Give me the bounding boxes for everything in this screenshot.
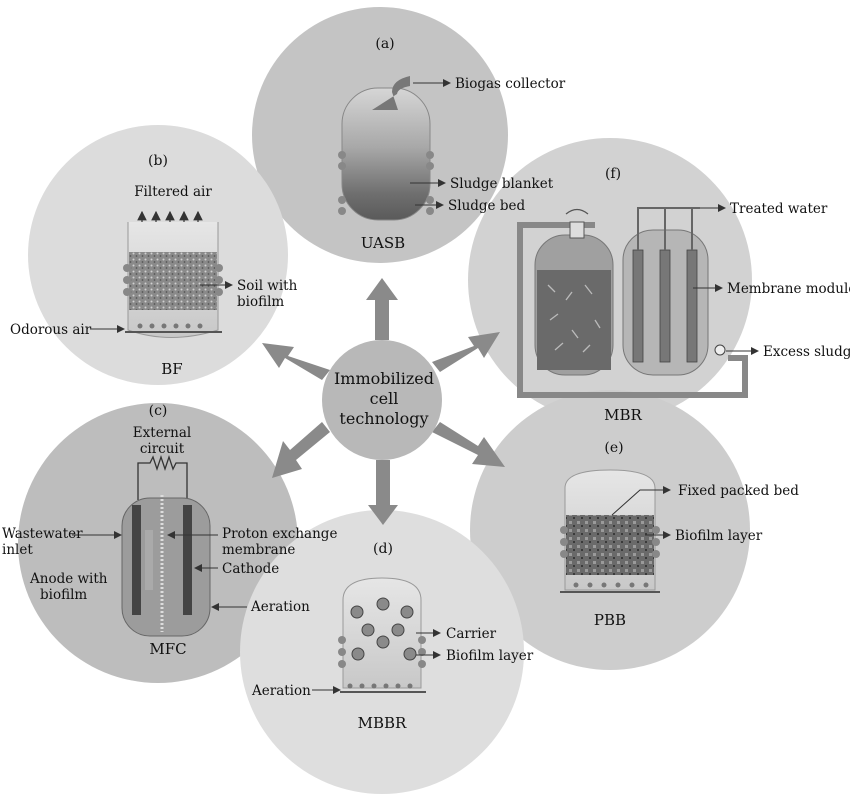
center-circle — [322, 340, 442, 460]
label-membrane-module: Membrane module — [727, 281, 850, 297]
label-external: External — [133, 425, 191, 441]
panel-f-tag: (f) — [605, 166, 621, 182]
label-treated-water: Treated water — [730, 201, 828, 217]
mbr-pump-icon — [569, 221, 585, 239]
pbb-packed-bed — [566, 515, 654, 575]
arrow-to-c — [272, 422, 330, 478]
uasb-bumps — [338, 151, 434, 215]
mfc-anode — [132, 505, 141, 615]
membrane-module — [632, 249, 698, 363]
mbbr-bumps — [338, 636, 426, 668]
center-line-2: cell — [370, 389, 399, 408]
panel-b-name: BF — [161, 360, 182, 378]
bf-bumps — [123, 264, 223, 296]
mbbr-vessel — [342, 577, 422, 689]
bf-diffusers — [137, 323, 203, 329]
panel-c-name: MFC — [149, 640, 186, 658]
label-aeration-d: Aeration — [251, 683, 311, 699]
label-circuit: circuit — [140, 441, 185, 457]
label-odorous-air: Odorous air — [10, 322, 92, 338]
mbr-flocs — [547, 284, 601, 353]
radial-arrows — [262, 278, 505, 525]
label-excess-sludge: Excess sludge — [763, 344, 850, 360]
label-wastewater: Wastewater — [2, 526, 83, 542]
panel-c-tag: (c) — [149, 403, 168, 419]
panel-f-name: MBR — [604, 406, 642, 424]
center-line-3: technology — [339, 409, 428, 428]
label-sludge-blanket: Sludge blanket — [450, 176, 554, 192]
mbr-recycle-pipe — [517, 222, 748, 398]
arrow-to-f — [432, 332, 500, 372]
label-proton-exchange: Proton exchange — [222, 526, 337, 542]
label-biofilm-c: biofilm — [40, 587, 87, 603]
center-line-1: Immobilized — [334, 369, 434, 388]
label-soil-with: Soil with — [237, 278, 298, 294]
panel-b-tag: (b) — [148, 153, 168, 169]
label-anode-with: Anode with — [29, 571, 108, 587]
label-carrier: Carrier — [446, 626, 497, 642]
panel-a-tag: (a) — [375, 36, 394, 52]
label-inlet: inlet — [2, 542, 33, 558]
mbbr-diffusers — [347, 683, 413, 689]
mfc-cathode — [183, 505, 192, 615]
label-biogas-collector: Biogas collector — [455, 76, 566, 92]
label-biofilm-layer-d: Biofilm layer — [446, 648, 534, 664]
pbb-diffusers — [573, 582, 649, 588]
mbbr-carriers — [350, 597, 417, 661]
pbb-bumps — [560, 526, 660, 558]
label-biofilm-layer-e: Biofilm layer — [675, 528, 763, 544]
arrow-to-b — [262, 343, 330, 380]
panel-e-tag: (e) — [604, 440, 623, 456]
excess-sludge-valve-icon — [714, 344, 726, 356]
panel-d-name: MBBR — [358, 714, 407, 732]
label-membrane: membrane — [222, 542, 295, 558]
label-aeration-c: Aeration — [250, 599, 310, 615]
label-filtered-air: Filtered air — [134, 184, 212, 200]
panel-d-tag: (d) — [373, 541, 393, 557]
bf-soil-bed — [129, 252, 217, 310]
arrow-to-a — [366, 278, 398, 340]
panel-e-name: PBB — [594, 611, 626, 629]
external-circuit-resistor-icon — [137, 454, 188, 500]
label-fixed-packed-bed: Fixed packed bed — [678, 483, 799, 499]
biogas-collector-icon — [372, 76, 410, 110]
panel-a-name: UASB — [361, 234, 405, 252]
label-sludge-bed: Sludge bed — [448, 198, 525, 214]
label-biofilm-b: biofilm — [237, 294, 284, 310]
arrow-to-d — [368, 460, 398, 525]
arrow-to-e — [432, 422, 505, 467]
label-cathode: Cathode — [222, 561, 279, 577]
